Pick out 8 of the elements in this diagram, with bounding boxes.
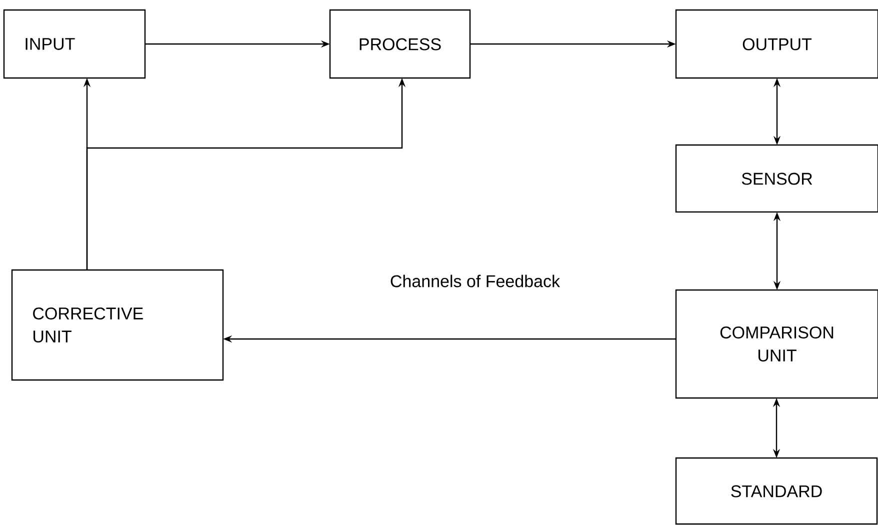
process-box: OUTPUT (675, 9, 878, 79)
process-box: COMPARISON UNIT (675, 289, 878, 399)
process-box: INPUT (3, 9, 146, 79)
edge-label: Channels of Feedback (388, 272, 562, 290)
process-box: PROCESS (329, 9, 471, 79)
process-box: STANDARD (675, 457, 878, 525)
process-box: SENSOR (675, 144, 878, 213)
process-box: CORRECTIVE UNIT (11, 269, 224, 381)
